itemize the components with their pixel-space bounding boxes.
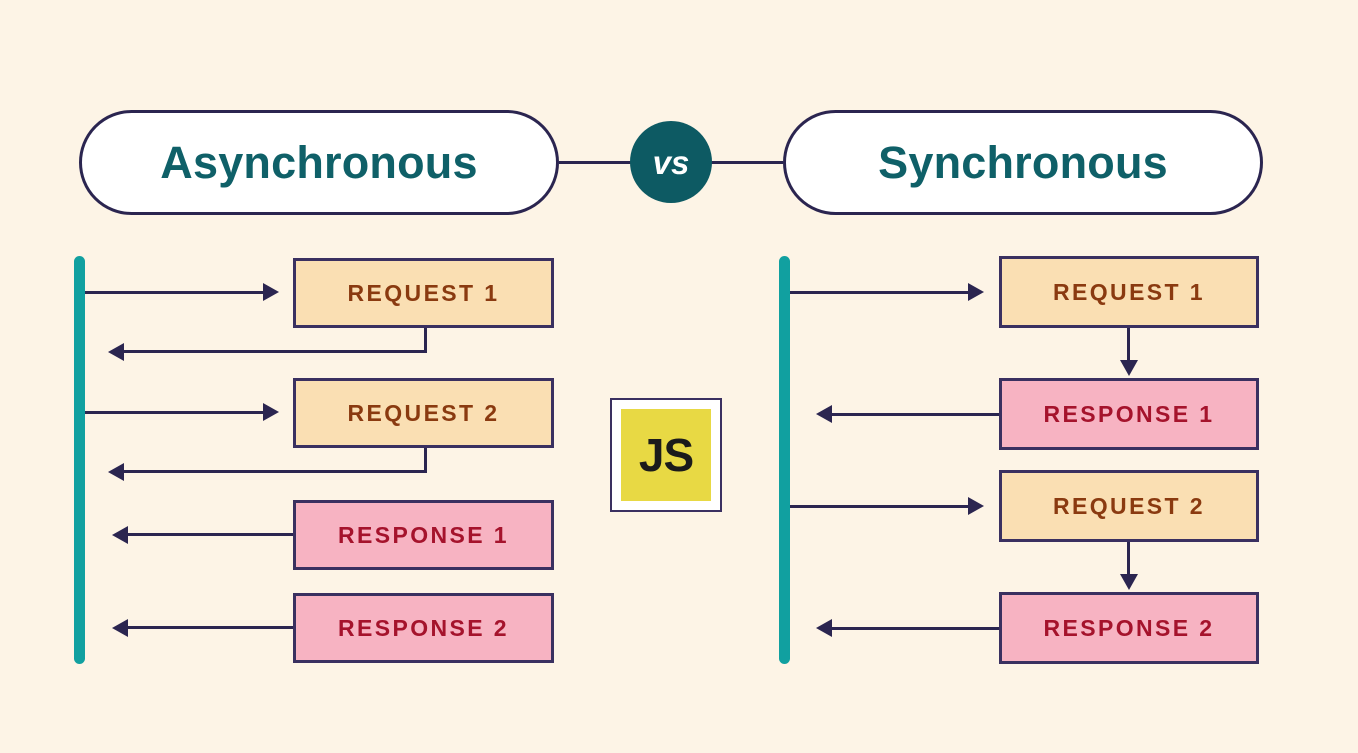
async-return-1-vertical [424, 328, 427, 353]
connector-line-left [559, 161, 634, 164]
async-box-response-2: RESPONSE 2 [293, 593, 554, 663]
sync-response-2-line [830, 627, 1002, 630]
sync-box-request-2: REQUEST 2 [999, 470, 1259, 542]
javascript-logo-label: JS [638, 429, 694, 481]
sync-step-1-head [1120, 360, 1138, 376]
async-return-2-line [122, 470, 427, 473]
sync-response-2-head [816, 619, 832, 637]
async-response-2-line [126, 626, 296, 629]
connector-line-right [708, 161, 783, 164]
sync-box-request-2-label: REQUEST 2 [1053, 492, 1205, 519]
async-return-1-line [122, 350, 427, 353]
async-arrow-out-1-head [263, 283, 279, 301]
async-response-2-head [112, 619, 128, 637]
async-box-request-1: REQUEST 1 [293, 258, 554, 328]
lifeline-client-async [74, 256, 85, 664]
sync-box-response-1: RESPONSE 1 [999, 378, 1259, 450]
header-label-synchronous: Synchronous [878, 136, 1168, 188]
versus-badge: vs [630, 121, 712, 203]
sync-arrow-out-2-head [968, 497, 984, 515]
sync-response-1-line [830, 413, 1002, 416]
header-pill-asynchronous: Asynchronous [79, 110, 559, 215]
sync-arrow-out-1-head [968, 283, 984, 301]
sync-box-response-2: RESPONSE 2 [999, 592, 1259, 664]
async-response-1-head [112, 526, 128, 544]
async-box-response-2-label: RESPONSE 2 [338, 614, 509, 641]
header-pill-synchronous: Synchronous [783, 110, 1263, 215]
lifeline-client-sync [779, 256, 790, 664]
sync-box-request-1: REQUEST 1 [999, 256, 1259, 328]
async-box-request-1-label: REQUEST 1 [347, 279, 500, 306]
sync-step-1-vertical [1127, 328, 1130, 362]
sync-arrow-out-1-line [790, 291, 968, 294]
sync-box-response-1-label: RESPONSE 1 [1043, 400, 1215, 427]
async-box-response-1-label: RESPONSE 1 [338, 521, 509, 548]
header-label-asynchronous: Asynchronous [160, 136, 478, 188]
versus-label: vs [652, 143, 690, 181]
sync-response-1-head [816, 405, 832, 423]
async-arrow-out-2-line [85, 411, 263, 414]
async-return-2-vertical [424, 448, 427, 473]
async-return-1-head [108, 343, 124, 361]
async-arrow-out-2-head [263, 403, 279, 421]
async-response-1-line [126, 533, 296, 536]
sync-arrow-out-2-line [790, 505, 968, 508]
javascript-logo: JS [610, 398, 722, 512]
sync-box-request-1-label: REQUEST 1 [1053, 278, 1205, 305]
async-box-response-1: RESPONSE 1 [293, 500, 554, 570]
sync-step-2-vertical [1127, 542, 1130, 576]
sync-step-2-head [1120, 574, 1138, 590]
async-arrow-out-1-line [85, 291, 263, 294]
async-return-2-head [108, 463, 124, 481]
sync-box-response-2-label: RESPONSE 2 [1043, 614, 1215, 641]
async-box-request-2-label: REQUEST 2 [347, 399, 500, 426]
async-box-request-2: REQUEST 2 [293, 378, 554, 448]
